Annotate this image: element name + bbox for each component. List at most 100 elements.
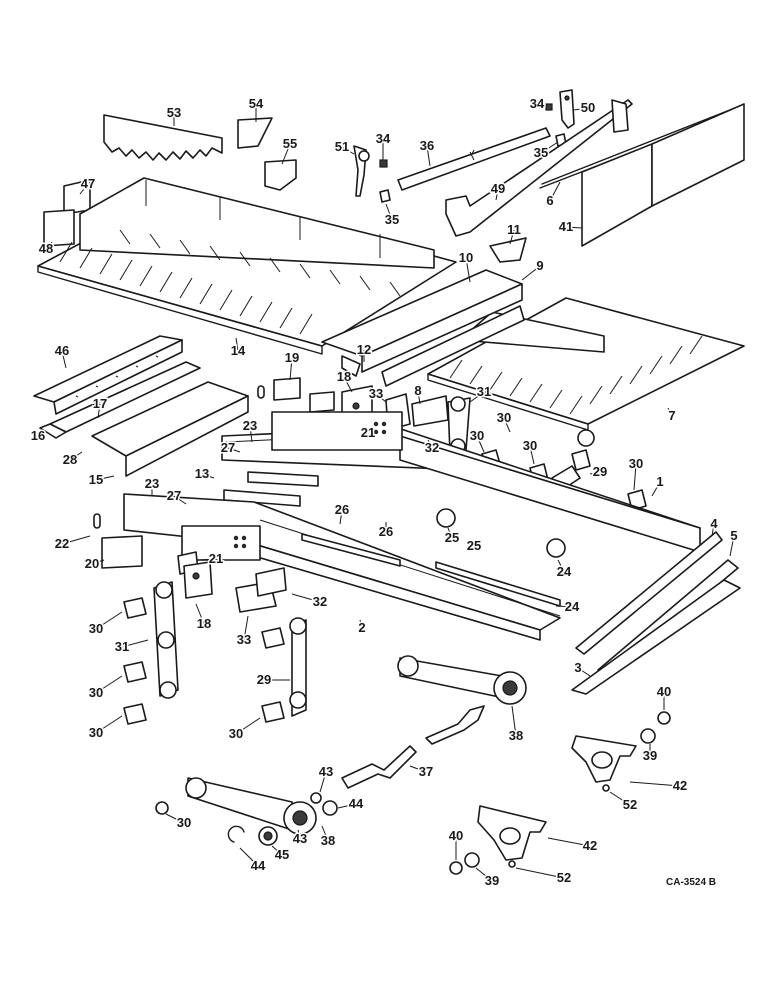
callout-30: 30 xyxy=(470,428,484,443)
leader-line-52 xyxy=(515,867,565,879)
callout-28: 28 xyxy=(63,452,77,467)
callout-25: 25 xyxy=(445,530,459,545)
callout-14: 14 xyxy=(231,343,246,358)
callout-12: 12 xyxy=(357,342,371,357)
callout-7: 7 xyxy=(668,408,675,423)
fitting-52-lower xyxy=(508,860,516,868)
snap-ring-44-lower xyxy=(227,825,245,843)
leader-line-27 xyxy=(227,447,241,453)
leader-line-14 xyxy=(235,337,239,352)
pin-small xyxy=(257,385,265,399)
callout-5: 5 xyxy=(730,528,737,543)
callout-41: 41 xyxy=(559,219,573,234)
callout-36: 36 xyxy=(420,138,434,153)
leader-line-20 xyxy=(91,559,105,565)
callout-42: 42 xyxy=(673,778,687,793)
fitting-52-upper xyxy=(602,784,610,792)
leader-line-33 xyxy=(375,393,387,403)
leader-line-39 xyxy=(475,867,493,882)
callout-17: 17 xyxy=(93,396,107,411)
callout-33: 33 xyxy=(237,632,251,647)
cross-member-10 xyxy=(321,269,523,373)
leader-line-43 xyxy=(319,771,327,793)
callout-30: 30 xyxy=(177,815,191,830)
leader-line-16 xyxy=(37,431,45,437)
leader-lines xyxy=(37,103,735,882)
leader-line-51 xyxy=(341,146,355,155)
rail-1 xyxy=(221,411,701,553)
callout-43: 43 xyxy=(319,764,333,779)
panel-28-15 xyxy=(91,381,249,477)
callout-38: 38 xyxy=(321,833,335,848)
callout-52: 52 xyxy=(623,797,637,812)
nut-34-top xyxy=(379,159,388,168)
leader-line-44 xyxy=(337,803,357,809)
strip-13-lower xyxy=(223,489,301,507)
leader-line-13 xyxy=(201,473,215,479)
callout-37: 37 xyxy=(419,764,433,779)
strip-46 xyxy=(33,335,183,415)
callout-26: 26 xyxy=(379,524,393,539)
leader-line-29 xyxy=(589,471,601,475)
callout-29: 29 xyxy=(257,672,271,687)
leader-line-55 xyxy=(281,143,291,165)
callout-53: 53 xyxy=(167,105,181,120)
leader-line-52 xyxy=(609,791,631,806)
bearing-42-lower xyxy=(477,805,547,861)
leader-line-21 xyxy=(367,427,373,434)
leader-line-37 xyxy=(409,765,427,773)
sieve-14-louvers xyxy=(59,229,401,335)
strip-4 xyxy=(575,531,723,655)
bracket-55 xyxy=(264,159,297,191)
leader-line-31 xyxy=(121,639,149,648)
callout-39: 39 xyxy=(643,748,657,763)
bracket-18-lower xyxy=(183,561,213,599)
leader-line-47 xyxy=(79,183,89,195)
leader-line-48 xyxy=(45,241,53,250)
leader-line-7 xyxy=(667,407,673,417)
callout-39: 39 xyxy=(485,873,499,888)
nut-40-lower xyxy=(449,861,463,875)
callout-24: 24 xyxy=(557,564,572,579)
callout-30: 30 xyxy=(629,456,643,471)
callout-18: 18 xyxy=(197,616,211,631)
clip-35-left xyxy=(379,189,391,203)
roller-30-right xyxy=(577,429,595,447)
bracket-50 xyxy=(559,89,575,129)
figure-code: CA-3524 B xyxy=(666,877,716,888)
leader-line-35 xyxy=(385,203,393,221)
snap-ring-44 xyxy=(322,800,338,816)
leader-line-30 xyxy=(235,717,261,735)
callout-40: 40 xyxy=(449,828,463,843)
leader-line-3 xyxy=(577,667,591,677)
bushing-30-b xyxy=(123,661,147,683)
leader-line-34 xyxy=(536,103,547,108)
callout-47: 47 xyxy=(81,176,95,191)
leader-line-10 xyxy=(465,257,471,283)
strip-13-top xyxy=(247,471,319,487)
leader-line-9 xyxy=(521,265,541,281)
link-29 xyxy=(289,617,307,717)
callout-49: 49 xyxy=(491,181,505,196)
callout-29: 29 xyxy=(593,464,607,479)
callout-35: 35 xyxy=(385,212,399,227)
side-piece-50-right xyxy=(611,99,629,133)
rail-2 xyxy=(123,493,561,641)
leader-line-5 xyxy=(729,535,735,557)
leader-line-41 xyxy=(565,226,583,229)
callout-43: 43 xyxy=(293,831,307,846)
strip-36 xyxy=(397,127,551,191)
leader-line-44 xyxy=(239,847,259,867)
leader-line-17 xyxy=(97,403,101,419)
shaft-37 xyxy=(341,705,485,789)
callout-30: 30 xyxy=(89,621,103,636)
leader-line-33 xyxy=(243,615,249,641)
callout-11: 11 xyxy=(507,222,521,237)
leader-line-18 xyxy=(195,603,205,625)
strip-3 xyxy=(571,579,741,695)
ring-43 xyxy=(310,792,322,804)
callout-31: 31 xyxy=(115,639,129,654)
leader-line-31 xyxy=(469,391,485,403)
leader-line-30 xyxy=(95,715,123,734)
